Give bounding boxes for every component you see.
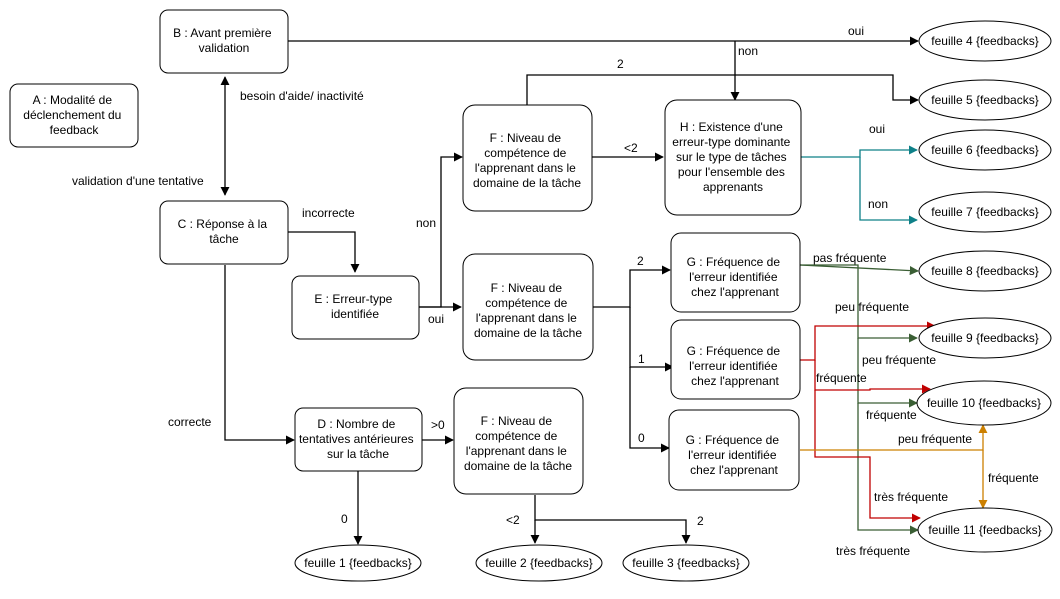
node-h-text: H : Existence d'une erreur-type dominant… bbox=[672, 120, 793, 194]
label-one-f2: 1 bbox=[638, 352, 645, 366]
edges-green bbox=[799, 264, 919, 535]
label-peu-frequente-a: peu fréquente bbox=[835, 300, 909, 314]
leaf-feuille-5: feuille 5 {feedbacks} bbox=[918, 79, 1052, 121]
node-f2-text: F : Niveau de compétence de l'apprenant … bbox=[474, 281, 582, 340]
label-non-e: non bbox=[416, 216, 436, 230]
edge-f3-f2leaf bbox=[534, 495, 691, 544]
leaf-feuille-1: feuille 1 {feedbacks} bbox=[294, 544, 422, 582]
leaf-feuille-10-text: feuille 10 {feedbacks} bbox=[927, 396, 1041, 410]
label-two-f3: 2 bbox=[697, 514, 704, 528]
label-oui-b: oui bbox=[848, 24, 864, 38]
edge-g2-f10 bbox=[814, 360, 931, 394]
label-frequente-a: fréquente bbox=[816, 371, 867, 385]
label-pas-frequente: pas fréquente bbox=[813, 251, 887, 265]
node-e: E : Erreur-type identifiée bbox=[291, 275, 420, 340]
leaf-feuille-10: feuille 10 {feedbacks} bbox=[916, 380, 1052, 426]
node-d: D : Nombre de tentatives antérieures sur… bbox=[294, 407, 423, 472]
node-b-text: B : Avant première validation bbox=[173, 26, 275, 55]
node-f1-text: F : Niveau de compétence de l'apprenant … bbox=[473, 131, 581, 190]
edge-g1-f8 bbox=[799, 264, 919, 276]
leaf-feuille-9-text: feuille 9 {feedbacks} bbox=[931, 331, 1038, 345]
node-h: H : Existence d'une erreur-type dominant… bbox=[664, 99, 802, 216]
edge-c-d bbox=[224, 265, 295, 445]
edge-c-e bbox=[288, 231, 360, 273]
label-besoin: besoin d'aide/ inactivité bbox=[240, 89, 364, 103]
edge-e-f1 bbox=[419, 152, 463, 308]
label-non-h: non bbox=[868, 197, 888, 211]
edge-h-f7 bbox=[859, 157, 918, 225]
leaf-feuille-9: feuille 9 {feedbacks} bbox=[918, 317, 1052, 359]
edges-black bbox=[220, 36, 919, 545]
node-e-text: E : Erreur-type identifiée bbox=[314, 292, 395, 321]
label-gt0: >0 bbox=[431, 418, 445, 432]
label-frequente-b: fréquente bbox=[866, 408, 917, 422]
label-peu-frequente-b: peu fréquente bbox=[862, 353, 936, 367]
node-b: B : Avant première validation bbox=[159, 9, 289, 74]
node-f3: F : Niveau de compétence de l'apprenant … bbox=[453, 387, 584, 495]
leaf-feuille-2: feuille 2 {feedbacks} bbox=[475, 544, 603, 582]
leaf-feuille-3: feuille 3 {feedbacks} bbox=[622, 544, 750, 582]
label-oui-e: oui bbox=[428, 312, 444, 326]
edges-teal bbox=[801, 145, 918, 225]
edge-g2-f9 bbox=[800, 321, 936, 361]
leaf-feuille-3-text: feuille 3 {feedbacks} bbox=[632, 556, 739, 570]
edge-g2-f11 bbox=[814, 390, 921, 523]
node-f3-text: F : Niveau de compétence de l'apprenant … bbox=[464, 414, 572, 473]
leaf-feuille-8: feuille 8 {feedbacks} bbox=[918, 250, 1052, 292]
leaf-feuille-7: feuille 7 {feedbacks} bbox=[918, 191, 1052, 233]
leaf-feuille-11: feuille 11 {feedbacks} bbox=[917, 507, 1053, 553]
edge-labels: oui non besoin d'aide/ inactivité valida… bbox=[72, 24, 1039, 558]
node-g1-text: G : Fréquence de l'erreur identifiée che… bbox=[687, 255, 784, 299]
edge-f2-g3 bbox=[629, 367, 670, 453]
leaf-feuille-5-text: feuille 5 {feedbacks} bbox=[931, 93, 1038, 107]
node-g3-text: G : Fréquence de l'erreur identifiée che… bbox=[686, 433, 783, 477]
edges-orange bbox=[800, 424, 988, 509]
leaf-feuille-8-text: feuille 8 {feedbacks} bbox=[931, 264, 1038, 278]
leaf-feuille-6: feuille 6 {feedbacks} bbox=[918, 129, 1052, 171]
edge-f2-g1 bbox=[593, 265, 671, 308]
node-a: A : Modalité de déclenchement du feedbac… bbox=[9, 83, 139, 148]
node-g1: G : Fréquence de l'erreur identifiée che… bbox=[670, 232, 801, 313]
label-two-f2: 2 bbox=[637, 254, 644, 268]
leaf-feuille-11-text: feuille 11 {feedbacks} bbox=[928, 523, 1041, 537]
label-lt2-f1: <2 bbox=[624, 141, 638, 155]
label-validation: validation d'une tentative bbox=[72, 174, 204, 188]
edge-g1-f9 bbox=[800, 264, 918, 343]
edge-f2-g2 bbox=[629, 307, 674, 372]
node-g2: G : Fréquence de l'erreur identifiée che… bbox=[670, 319, 801, 400]
leaf-feuille-1-text: feuille 1 {feedbacks} bbox=[304, 556, 411, 570]
node-f1: F : Niveau de compétence de l'apprenant … bbox=[462, 104, 593, 212]
leaf-feuille-4-text: feuille 4 {feedbacks} bbox=[931, 34, 1038, 48]
label-incorrecte: incorrecte bbox=[302, 206, 355, 220]
edges-red bbox=[800, 321, 936, 523]
node-f2: F : Niveau de compétence de l'apprenant … bbox=[462, 253, 594, 361]
node-a-text: A : Modalité de déclenchement du feedbac… bbox=[23, 93, 124, 137]
label-zero-d: 0 bbox=[341, 512, 348, 526]
edge-g1-f11 bbox=[857, 403, 919, 535]
edge-f1-f5 bbox=[526, 74, 919, 106]
leaf-feuille-7-text: feuille 7 {feedbacks} bbox=[931, 205, 1038, 219]
label-tres-frequente-a: très fréquente bbox=[874, 490, 948, 504]
node-g3: G : Fréquence de l'erreur identifiée che… bbox=[668, 409, 800, 491]
label-correcte: correcte bbox=[168, 415, 212, 429]
label-oui-h: oui bbox=[869, 122, 885, 136]
label-tres-frequente-b: très fréquente bbox=[836, 544, 910, 558]
label-frequente-c: fréquente bbox=[988, 471, 1039, 485]
label-lt2-f3: <2 bbox=[506, 513, 520, 527]
edge-g1-f10 bbox=[857, 338, 918, 408]
label-two-f1: 2 bbox=[617, 57, 624, 71]
edge-h-f6 bbox=[801, 145, 918, 158]
leaf-feuille-4: feuille 4 {feedbacks} bbox=[918, 20, 1052, 62]
label-non-b: non bbox=[738, 44, 758, 58]
label-peu-frequente-c: peu fréquente bbox=[898, 432, 972, 446]
node-g2-text: G : Fréquence de l'erreur identifiée che… bbox=[687, 344, 784, 388]
leaf-feuille-2-text: feuille 2 {feedbacks} bbox=[485, 556, 592, 570]
label-zero-f2: 0 bbox=[638, 431, 645, 445]
node-c: C : Réponse à la tâche bbox=[159, 200, 289, 265]
node-d-text: D : Nombre de tentatives antérieures sur… bbox=[299, 417, 417, 461]
leaf-feuille-6-text: feuille 6 {feedbacks} bbox=[931, 143, 1038, 157]
node-c-text: C : Réponse à la tâche bbox=[178, 217, 271, 246]
